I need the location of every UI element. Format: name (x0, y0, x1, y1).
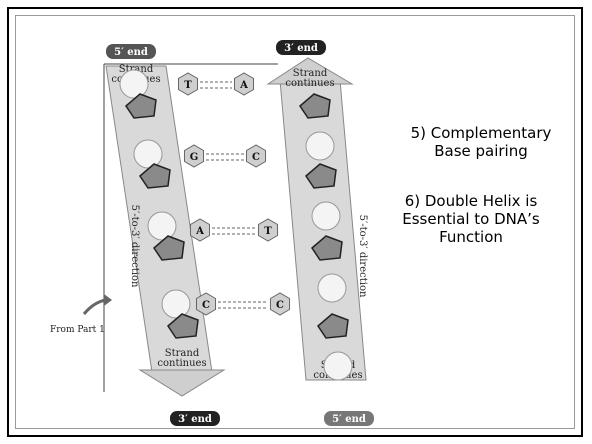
base-left (189, 218, 211, 242)
right-direction-label: 5′-to-3′ direction (357, 215, 368, 298)
sugar-ring-right (305, 163, 337, 189)
end-label-left-bottom: 3′ end (170, 411, 220, 426)
left-direction-label: 5′-to-3′ direction (129, 205, 140, 288)
point-6-line-2: Essential to DNA’s (402, 210, 540, 228)
base-left-letter: T (184, 80, 192, 91)
svg-text:3′ end: 3′ end (284, 43, 318, 54)
base-left (183, 144, 205, 168)
base-left-letter: C (202, 300, 210, 311)
sugar-ring-left (167, 313, 199, 339)
end-label-right-bottom: 5′ end (324, 411, 374, 426)
phosphate-group-right (311, 201, 341, 231)
point-6-line-3: Function (439, 228, 503, 246)
right-backbone (299, 93, 353, 381)
right-strand-arrowhead (266, 57, 354, 85)
sugar-ring-right (311, 235, 343, 261)
base-right-letter: T (264, 226, 272, 237)
base-left (177, 72, 199, 96)
phosphate-group-left (161, 289, 191, 319)
svg-text:3′ end: 3′ end (178, 414, 212, 425)
svg-text:5′ end: 5′ end (114, 47, 148, 58)
base-left-letter: G (190, 152, 199, 163)
from-part-label: From Part 1 (50, 325, 105, 335)
point-5-line-1: 5) Complementary (410, 124, 552, 142)
phosphate-group-right (305, 131, 335, 161)
base-right (257, 218, 279, 242)
point-5-text: 5) Complementary Base pairing (386, 124, 576, 160)
sugar-ring-left (153, 235, 185, 261)
sugar-ring-right (299, 93, 331, 119)
point-6-line-1: 6) Double Helix is (404, 192, 538, 210)
left-backbone (119, 69, 199, 339)
point-6-text: 6) Double Helix is Essential to DNA’s Fu… (368, 192, 574, 246)
base-right (245, 144, 267, 168)
phosphate-group-left (147, 211, 177, 241)
base-right-letter: C (252, 152, 260, 163)
base-right-letter: A (239, 80, 248, 91)
phosphate-group-left (133, 139, 163, 169)
end-label-left-top: 5′ end (106, 44, 156, 59)
svg-text:5′ end: 5′ end (332, 414, 366, 425)
sugar-ring-left (125, 93, 157, 119)
base-right-letter: C (276, 300, 284, 311)
base-left (195, 292, 217, 316)
sugar-ring-left (139, 163, 171, 189)
end-label-right-top: 3′ end (276, 40, 326, 55)
slide-inner-border (15, 15, 575, 429)
phosphate-group-right (323, 351, 353, 381)
point-5-line-2: Base pairing (434, 142, 528, 160)
phosphate-group-left (119, 69, 149, 99)
phosphate-group-right (317, 273, 347, 303)
dna-structure-diagram: 5′ end 3′ end 3′ end 5′ end Strandcontin… (50, 40, 374, 426)
base-right (233, 72, 255, 96)
sugar-ring-right (317, 313, 349, 339)
base-left-letter: A (195, 226, 204, 237)
left-strand-arrowhead (138, 369, 226, 397)
base-right (269, 292, 291, 316)
